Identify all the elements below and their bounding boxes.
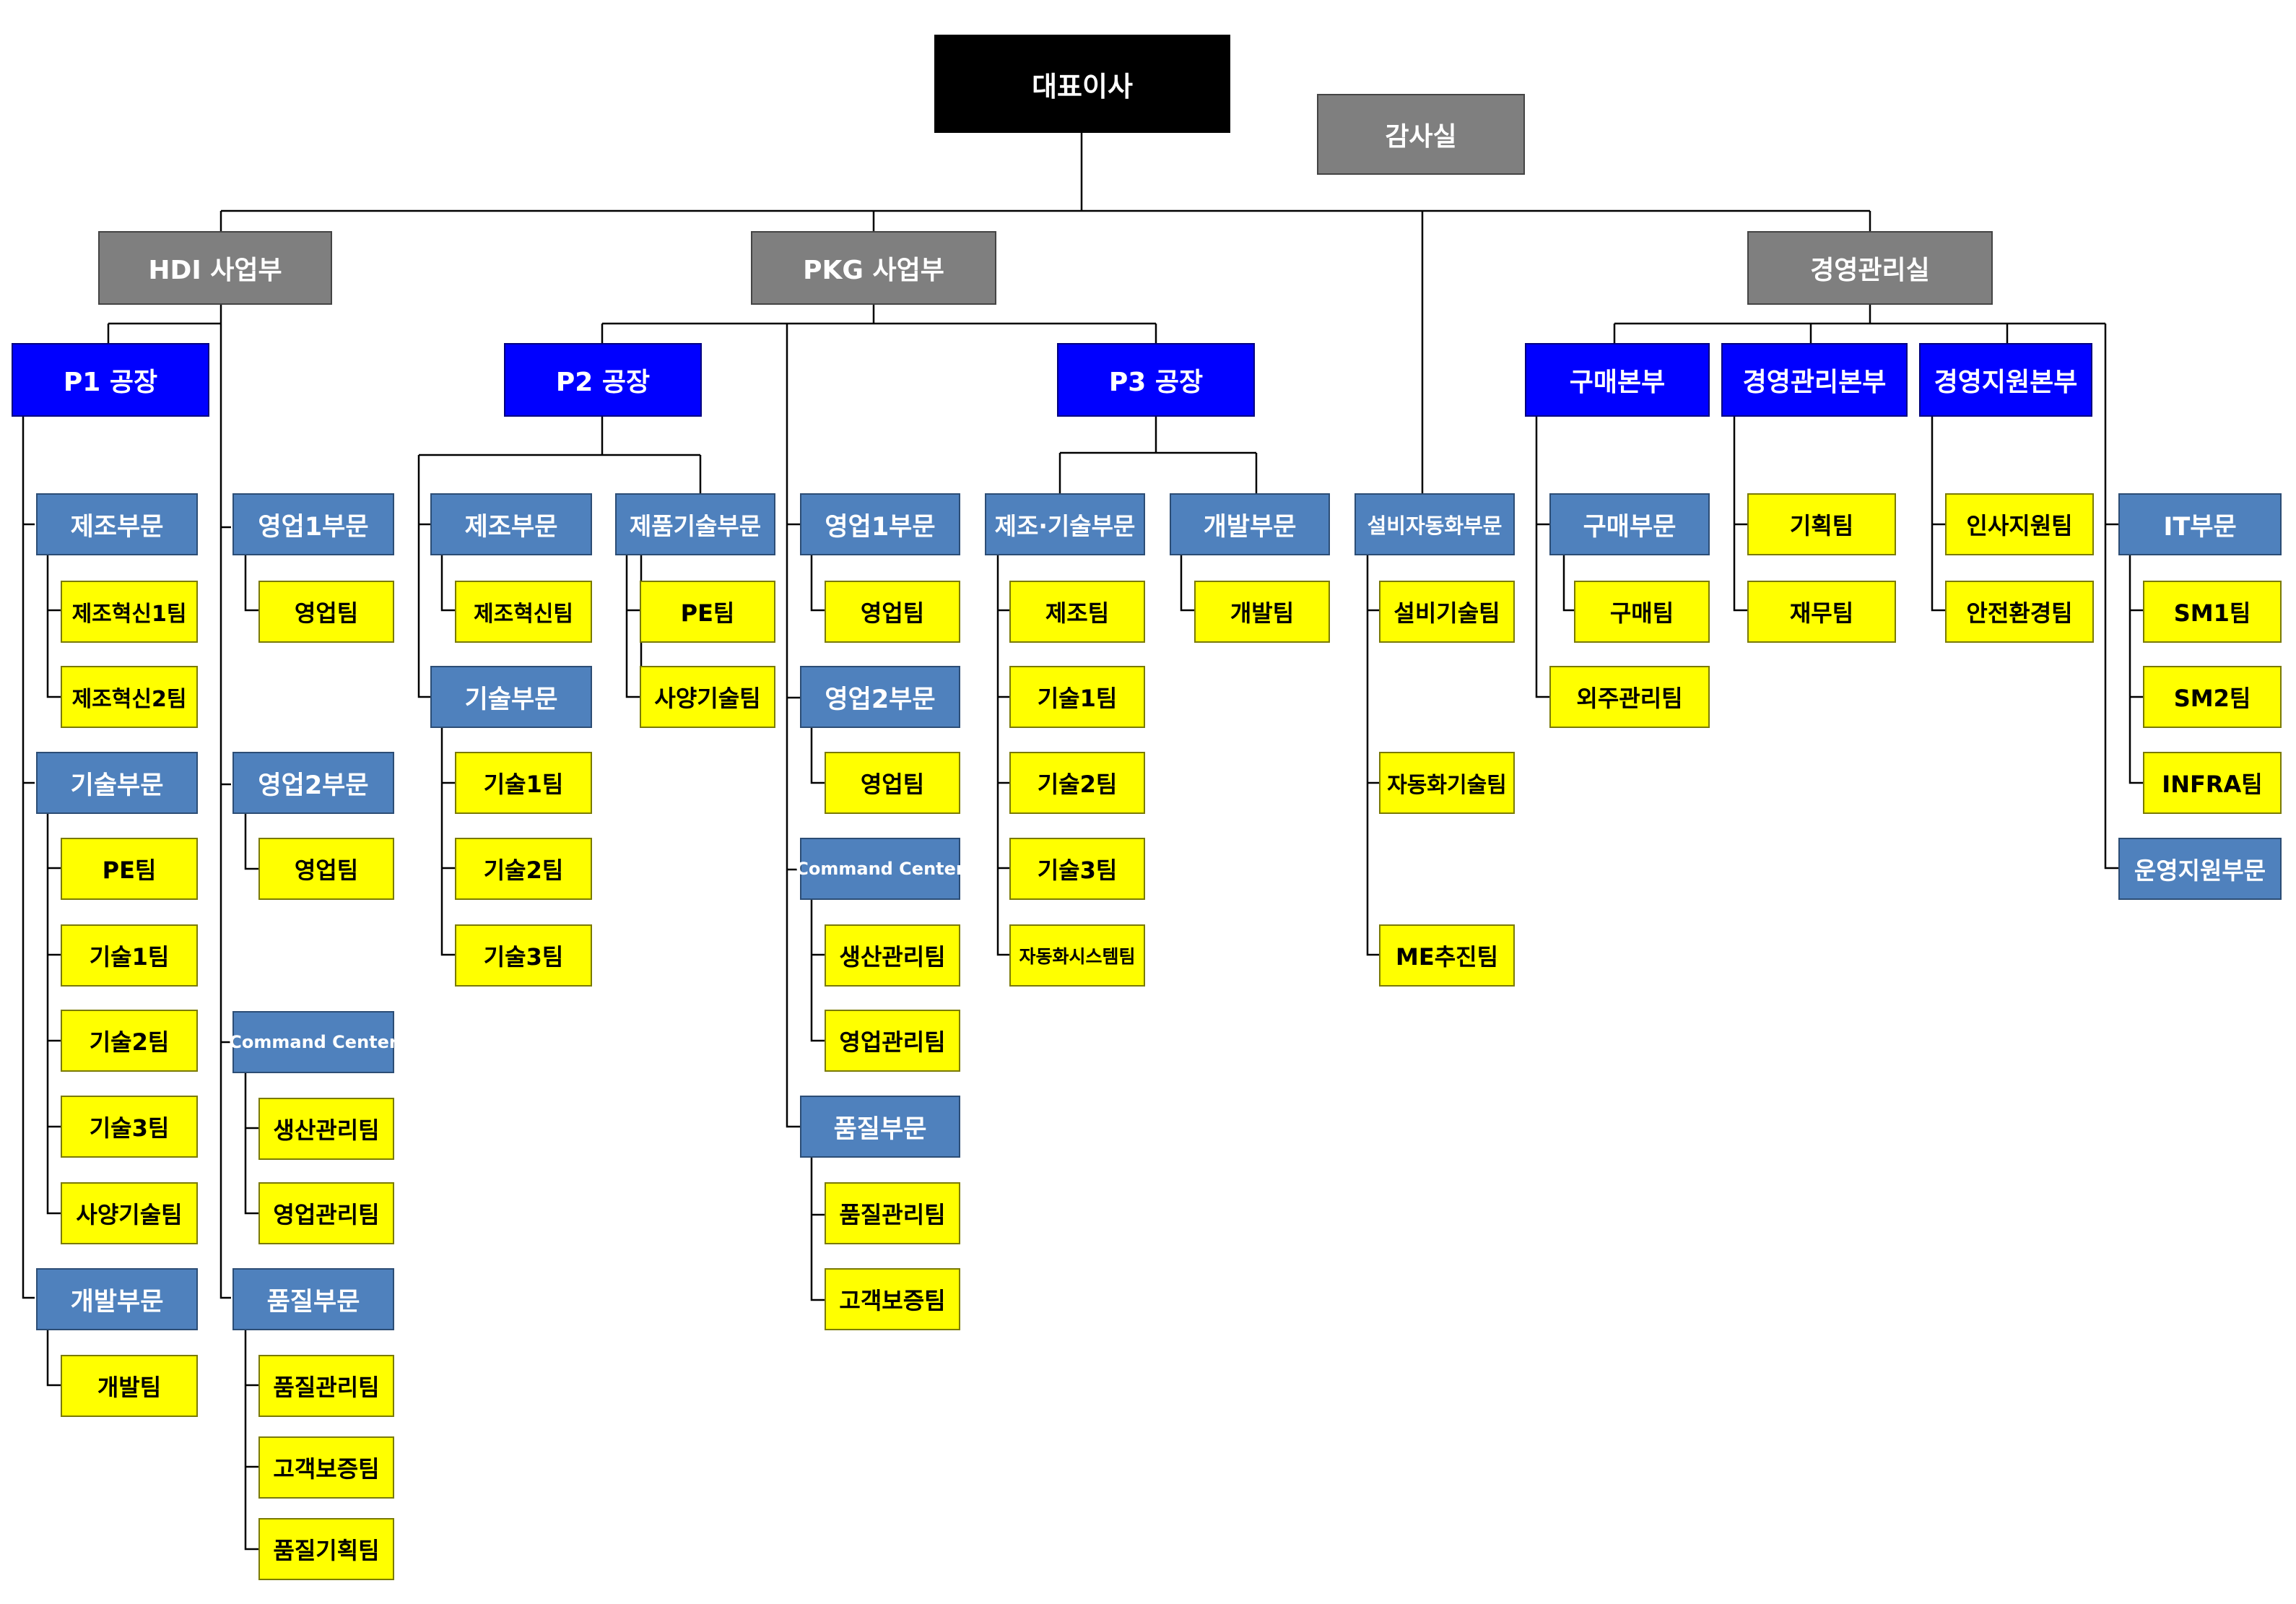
hdi-command-center: Command Center bbox=[229, 1011, 398, 1073]
hdi-division-box: HDI 사업부 bbox=[98, 231, 332, 305]
pkg-sales2-division: 영업2부문 bbox=[800, 666, 960, 728]
ceo-box: 대표이사 bbox=[934, 35, 1230, 133]
operations-support-division: 운영지원부문 bbox=[2118, 838, 2282, 900]
it-division: IT부문 bbox=[2118, 493, 2282, 555]
mgmt-hq-box: 경영관리본부 bbox=[1721, 343, 1908, 417]
automation-tech-team: 자동화기술팀 bbox=[1379, 752, 1515, 814]
pkg-division-box: PKG 사업부 bbox=[751, 231, 996, 305]
p1-tech2-team: 기술2팀 bbox=[61, 1010, 198, 1072]
p3-dev-team: 개발팀 bbox=[1194, 581, 1330, 643]
p1-mfg-innovation1-team: 제조혁신1팀 bbox=[61, 581, 198, 643]
hdi-sales2-division: 영업2부문 bbox=[232, 752, 394, 814]
p1-pe-team: PE팀 bbox=[61, 838, 198, 900]
audit-office-box: 감사실 bbox=[1317, 94, 1525, 175]
p3-tech3-team: 기술3팀 bbox=[1009, 838, 1145, 900]
p2-mfg-innovation-team: 제조혁신팀 bbox=[455, 581, 592, 643]
p2-product-tech-division: 제품기술부문 bbox=[615, 493, 775, 555]
p3-tech1-team: 기술1팀 bbox=[1009, 666, 1145, 728]
p1-tech-division: 기술부문 bbox=[36, 752, 198, 814]
outsourcing-mgmt-team: 외주관리팀 bbox=[1549, 666, 1710, 728]
me-promotion-team: ME추진팀 bbox=[1379, 924, 1515, 987]
pkg-qa-division: 품질부문 bbox=[800, 1096, 960, 1158]
p3-mfg-team: 제조팀 bbox=[1009, 581, 1145, 643]
pkg-customer-assurance-team: 고객보증팀 bbox=[825, 1268, 960, 1330]
p1-plant-box: P1 공장 bbox=[12, 343, 209, 417]
p1-tech1-team: 기술1팀 bbox=[61, 924, 198, 987]
p2-spec-tech-team: 사양기술팀 bbox=[640, 666, 775, 728]
equipment-tech-team: 설비기술팀 bbox=[1379, 581, 1515, 643]
facility-automation-division: 설비자동화부문 bbox=[1354, 493, 1515, 555]
p1-tech3-team: 기술3팀 bbox=[61, 1096, 198, 1158]
p2-tech1-team: 기술1팀 bbox=[455, 752, 592, 814]
p1-mfg-innovation2-team: 제조혁신2팀 bbox=[61, 666, 198, 728]
pkg-production-mgmt-team: 생산관리팀 bbox=[825, 924, 960, 987]
hdi-sales1-team: 영업팀 bbox=[258, 581, 394, 643]
p1-mfg-division: 제조부문 bbox=[36, 493, 198, 555]
finance-team: 재무팀 bbox=[1747, 581, 1896, 643]
p3-dev-division: 개발부문 bbox=[1170, 493, 1330, 555]
p2-tech-division: 기술부문 bbox=[430, 666, 592, 728]
hdi-sales2-team: 영업팀 bbox=[258, 838, 394, 900]
sm1-team: SM1팀 bbox=[2143, 581, 2282, 643]
p2-mfg-division: 제조부문 bbox=[430, 493, 592, 555]
hdi-customer-assurance-team: 고객보증팀 bbox=[258, 1436, 394, 1499]
support-hq-box: 경영지원본부 bbox=[1919, 343, 2092, 417]
p1-dev-division: 개발부문 bbox=[36, 1268, 198, 1330]
pkg-qa-mgmt-team: 품질관리팀 bbox=[825, 1182, 960, 1244]
p3-automation-system-team: 자동화시스템팀 bbox=[1009, 924, 1145, 987]
mgmt-office-box: 경영관리실 bbox=[1747, 231, 1993, 305]
safety-environment-team: 안전환경팀 bbox=[1945, 581, 2094, 643]
purchase-hq-box: 구매본부 bbox=[1525, 343, 1710, 417]
p2-plant-box: P2 공장 bbox=[504, 343, 702, 417]
pkg-command-center: Command Center bbox=[796, 838, 965, 900]
hdi-production-mgmt-team: 생산관리팀 bbox=[258, 1098, 394, 1160]
hr-support-team: 인사지원팀 bbox=[1945, 493, 2094, 555]
pkg-sales2-team: 영업팀 bbox=[825, 752, 960, 814]
hdi-qa-division: 품질부문 bbox=[232, 1268, 394, 1330]
pkg-sales1-division: 영업1부문 bbox=[800, 493, 960, 555]
infra-team: INFRA팀 bbox=[2143, 752, 2282, 814]
p2-tech2-team: 기술2팀 bbox=[455, 838, 592, 900]
p1-dev-team: 개발팀 bbox=[61, 1355, 198, 1417]
p1-spec-tech-team: 사양기술팀 bbox=[61, 1182, 198, 1244]
purchase-division: 구매부문 bbox=[1549, 493, 1710, 555]
pkg-sales-mgmt-team: 영업관리팀 bbox=[825, 1010, 960, 1072]
p3-mfg-tech-division: 제조·기술부문 bbox=[985, 493, 1145, 555]
p2-tech3-team: 기술3팀 bbox=[455, 924, 592, 987]
p3-plant-box: P3 공장 bbox=[1057, 343, 1255, 417]
sm2-team: SM2팀 bbox=[2143, 666, 2282, 728]
purchase-team: 구매팀 bbox=[1574, 581, 1710, 643]
hdi-sales1-division: 영업1부문 bbox=[232, 493, 394, 555]
p3-tech2-team: 기술2팀 bbox=[1009, 752, 1145, 814]
p2-pe-team: PE팀 bbox=[640, 581, 775, 643]
hdi-qa-planning-team: 품질기획팀 bbox=[258, 1518, 394, 1580]
hdi-qa-mgmt-team: 품질관리팀 bbox=[258, 1355, 394, 1417]
hdi-sales-mgmt-team: 영업관리팀 bbox=[258, 1182, 394, 1244]
pkg-sales1-team: 영업팀 bbox=[825, 581, 960, 643]
planning-team: 기획팀 bbox=[1747, 493, 1896, 555]
